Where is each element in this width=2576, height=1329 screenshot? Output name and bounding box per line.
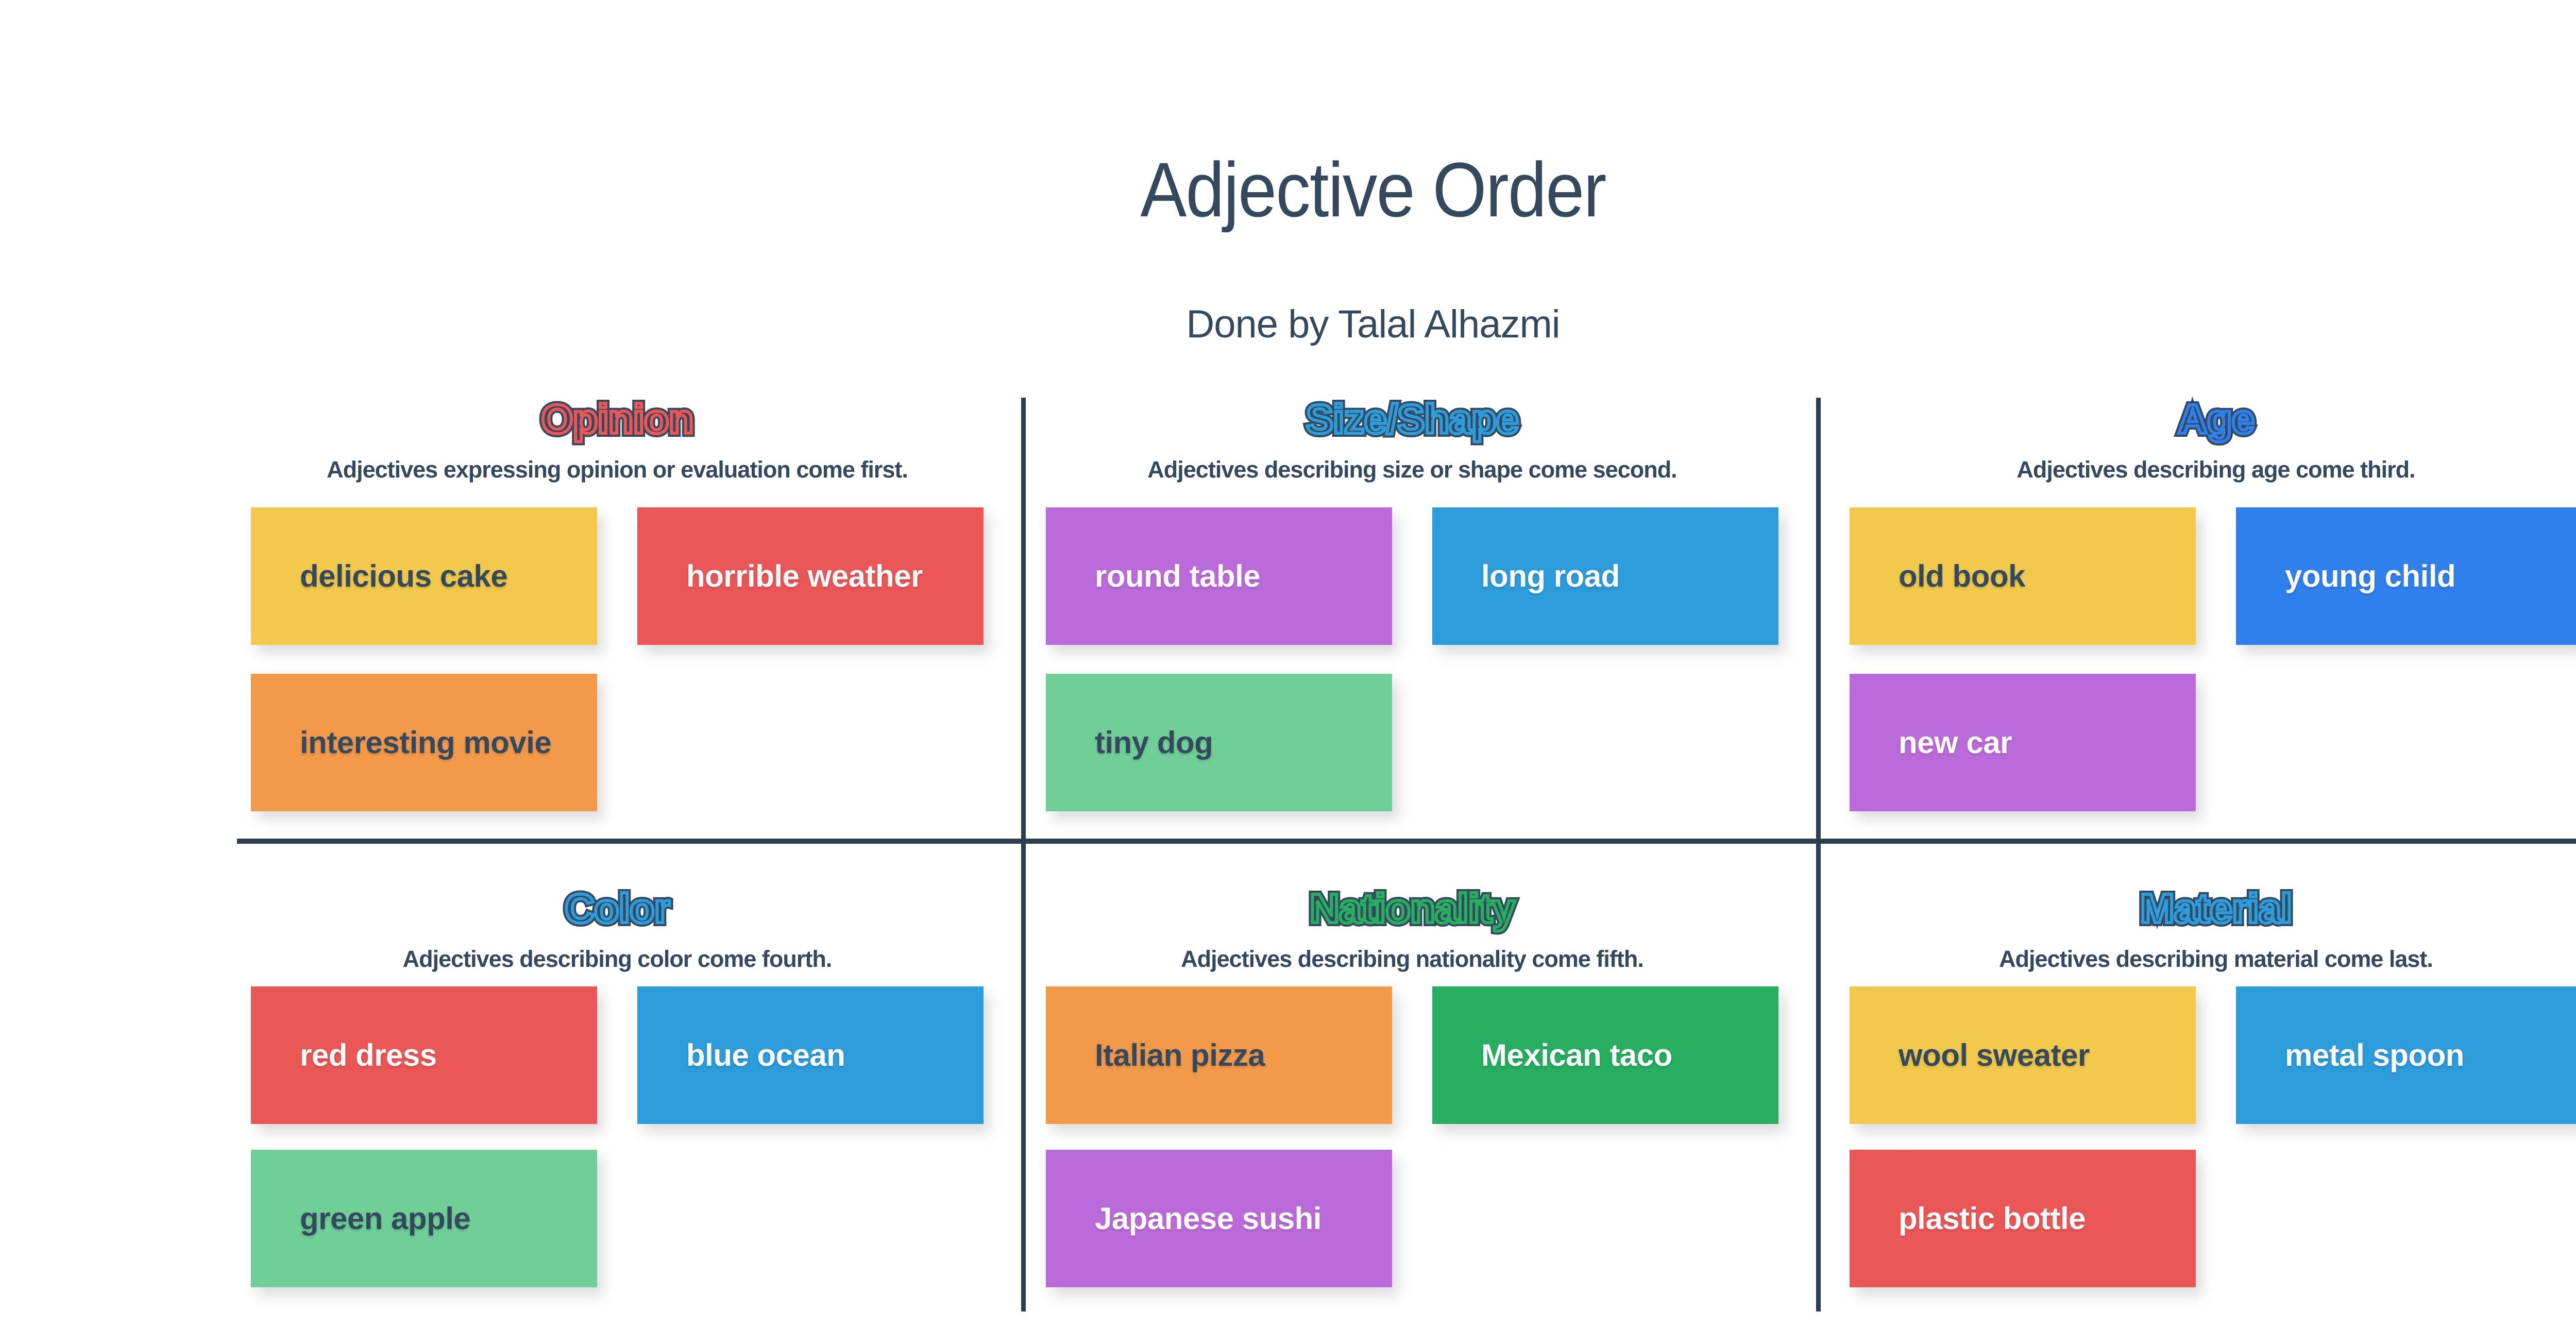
card-mexican-taco: Mexican taco	[1432, 986, 1778, 1124]
card-label: long road	[1481, 559, 1620, 593]
card-metal-spoon: metal spoon	[2236, 986, 2576, 1124]
vertical-divider-1	[1021, 398, 1026, 1311]
card-label: round table	[1095, 559, 1261, 593]
card-blue-ocean: blue ocean	[637, 986, 984, 1124]
section-opinion-header: Opinion	[251, 395, 984, 456]
card-wool-sweater: wool sweater	[1850, 986, 2196, 1124]
section-opinion-description: Adjectives expressing opinion or evaluat…	[327, 456, 908, 483]
card-label: Italian pizza	[1095, 1038, 1265, 1072]
card-interesting-movie: interesting movie	[251, 674, 597, 811]
card-new-car: new car	[1850, 674, 2196, 811]
section-size-shape-title: Size/Shape	[1304, 395, 1520, 444]
page-title: Adjective Order	[1140, 146, 1606, 233]
card-label: wool sweater	[1899, 1038, 2090, 1072]
card-long-road: long road	[1432, 507, 1778, 645]
card-italian-pizza: Italian pizza	[1046, 986, 1392, 1124]
section-size-shape-description: Adjectives describing size or shape come…	[1147, 456, 1677, 483]
section-nationality-description: Adjectives describing nationality come f…	[1181, 946, 1644, 972]
section-material-description: Adjectives describing material come last…	[1999, 946, 2433, 972]
card-label: new car	[1899, 725, 2012, 760]
section-size-shape: Size/Shape Adjectives describing size or…	[1046, 376, 1778, 840]
section-material-header: Material	[1850, 884, 2576, 945]
card-label: blue ocean	[686, 1038, 845, 1072]
section-nationality: Nationality Adjectives describing nation…	[1046, 865, 1778, 1319]
card-japanese-sushi: Japanese sushi	[1046, 1150, 1392, 1287]
section-age: Age Adjectives describing age come third…	[1850, 376, 2576, 840]
card-label: green apple	[300, 1201, 471, 1236]
card-young-child: young child	[2236, 507, 2576, 645]
card-red-dress: red dress	[251, 986, 597, 1124]
card-old-book: old book	[1850, 507, 2196, 645]
page-subtitle: Done by Talal Alhazmi	[1186, 302, 1560, 346]
section-color-title: Color	[563, 884, 672, 933]
card-tiny-dog: tiny dog	[1046, 674, 1392, 811]
card-label: plastic bottle	[1899, 1201, 2086, 1236]
section-opinion: Opinion Adjectives expressing opinion or…	[251, 376, 984, 840]
card-label: horrible weather	[686, 559, 923, 593]
card-label: Japanese sushi	[1095, 1201, 1321, 1236]
vertical-divider-2	[1816, 398, 1821, 1311]
section-age-title: Age	[2176, 395, 2256, 444]
card-label: Mexican taco	[1481, 1038, 1672, 1072]
card-green-apple: green apple	[251, 1150, 597, 1287]
section-nationality-header: Nationality	[1046, 884, 1778, 945]
card-plastic-bottle: plastic bottle	[1850, 1150, 2196, 1287]
section-color-header: Color	[251, 884, 984, 945]
card-label: red dress	[300, 1038, 437, 1072]
section-color: Color Adjectives describing color come f…	[251, 865, 984, 1319]
section-opinion-title: Opinion	[539, 395, 695, 444]
card-label: delicious cake	[300, 559, 508, 593]
card-label: metal spoon	[2285, 1038, 2464, 1072]
card-label: old book	[1899, 559, 2025, 593]
card-label: interesting movie	[300, 725, 552, 760]
section-age-description: Adjectives describing age come third.	[2016, 456, 2415, 483]
card-horrible-weather: horrible weather	[637, 507, 984, 645]
card-label: tiny dog	[1095, 725, 1213, 760]
horizontal-divider	[237, 839, 2576, 844]
section-age-header: Age	[1850, 395, 2576, 456]
section-size-shape-header: Size/Shape	[1046, 395, 1778, 456]
card-delicious-cake: delicious cake	[251, 507, 597, 645]
section-color-description: Adjectives describing color come fourth.	[402, 946, 833, 972]
section-material-title: Material	[2139, 884, 2294, 933]
section-material: Material Adjectives describing material …	[1850, 865, 2576, 1319]
card-label: young child	[2285, 559, 2456, 593]
section-nationality-title: Nationality	[1308, 884, 1517, 933]
card-round-table: round table	[1046, 507, 1392, 645]
